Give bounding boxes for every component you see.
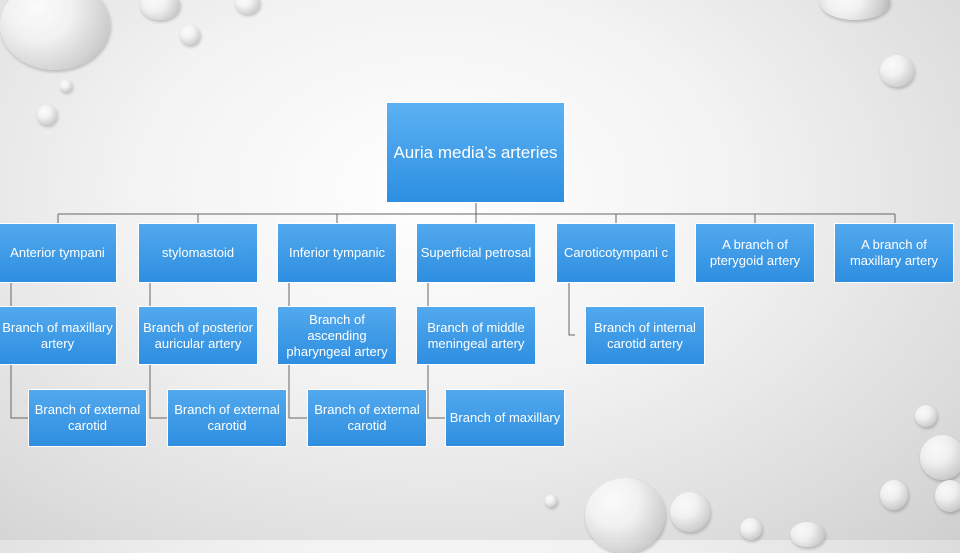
node-stylomastoid: stylomastoid bbox=[138, 223, 258, 283]
node-caroticotympanic: Caroticotympani c bbox=[556, 223, 676, 283]
water-drop bbox=[670, 492, 710, 532]
water-drop bbox=[915, 405, 937, 427]
water-drop bbox=[820, 0, 890, 20]
node-pterygoid-branch: A branch of pterygoid artery bbox=[695, 223, 815, 283]
node-col1-mid: Branch of maxillary artery bbox=[0, 306, 117, 365]
node-col1-bottom: Branch of external carotid bbox=[28, 389, 147, 447]
water-drop bbox=[180, 25, 200, 45]
node-col4-mid: Branch of middle meningeal artery bbox=[416, 306, 536, 365]
water-drop bbox=[880, 55, 914, 87]
node-label: Inferior tympanic bbox=[288, 245, 386, 260]
node-label: stylomastoid bbox=[161, 245, 235, 260]
node-label: Branch of external carotid bbox=[34, 402, 141, 433]
water-drop bbox=[60, 80, 72, 92]
node-maxillary-branch: A branch of maxillary artery bbox=[834, 223, 954, 283]
water-drop bbox=[235, 0, 260, 14]
water-drop bbox=[880, 480, 908, 510]
water-drop bbox=[0, 0, 110, 70]
node-label: Branch of middle meningeal artery bbox=[427, 319, 525, 351]
water-drop bbox=[740, 518, 762, 540]
root-node-label: Auria media’s arteries bbox=[393, 142, 558, 162]
node-col2-mid: Branch of posterior auricular artery bbox=[138, 306, 258, 365]
node-label: Branch of internal carotid artery bbox=[594, 319, 696, 351]
node-label: A branch of maxillary artery bbox=[849, 237, 939, 268]
water-drop bbox=[920, 435, 960, 480]
water-drop bbox=[545, 495, 557, 507]
node-col4-bottom: Branch of maxillary bbox=[445, 389, 565, 447]
node-label: Branch of external carotid bbox=[314, 402, 420, 433]
root-node: Auria media’s arteries bbox=[386, 102, 565, 203]
node-label: Superficial petrosal bbox=[420, 245, 532, 260]
node-label: Branch of maxillary artery bbox=[2, 319, 113, 351]
node-col3-mid: Branch of ascending pharyngeal artery bbox=[277, 306, 397, 365]
node-label: Branch of posterior auricular artery bbox=[143, 319, 253, 351]
water-drop bbox=[140, 0, 180, 20]
node-label: Branch of external carotid bbox=[174, 402, 280, 433]
water-drop bbox=[37, 105, 57, 125]
node-label: Branch of maxillary bbox=[449, 410, 561, 425]
node-inferior-tympanic: Inferior tympanic bbox=[277, 223, 397, 283]
node-col3-bottom: Branch of external carotid bbox=[307, 389, 427, 447]
water-drop bbox=[935, 480, 960, 512]
node-col5-mid: Branch of internal carotid artery bbox=[585, 306, 705, 365]
node-label: Branch of ascending pharyngeal artery bbox=[286, 311, 388, 359]
node-label: A branch of pterygoid artery bbox=[709, 237, 801, 268]
node-anterior-tympani: Anterior tympani bbox=[0, 223, 117, 283]
node-label: Caroticotympani c bbox=[563, 245, 669, 260]
node-label: Anterior tympani bbox=[10, 245, 105, 260]
node-col2-bottom: Branch of external carotid bbox=[167, 389, 287, 447]
node-superficial-petrosal: Superficial petrosal bbox=[416, 223, 536, 283]
